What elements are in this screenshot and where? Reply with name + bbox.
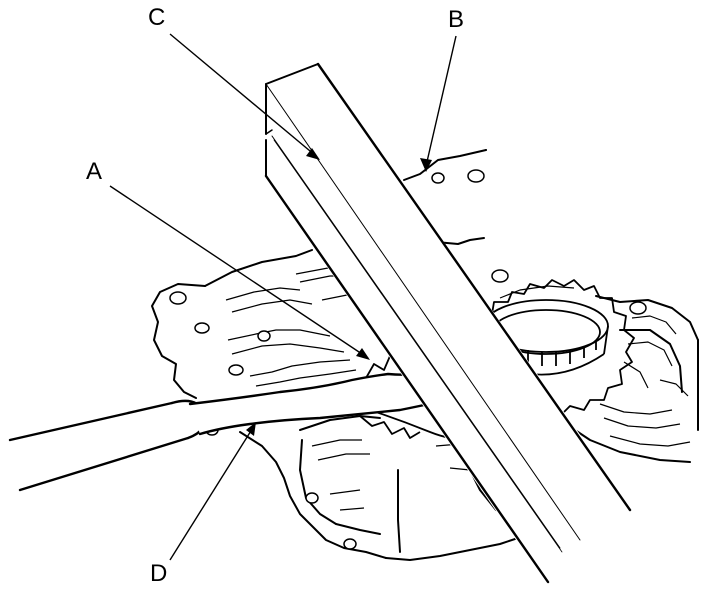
callout-label-b: B — [448, 6, 465, 33]
callout-label-c: C — [148, 4, 166, 31]
leader-c — [169, 33, 317, 157]
leader-arrowheads — [246, 148, 432, 436]
leader-lines — [109, 33, 457, 561]
arrowhead-a — [356, 348, 370, 360]
leader-a — [109, 185, 369, 359]
leader-d — [169, 425, 255, 561]
leader-b — [425, 35, 457, 167]
callout-label-d: D — [150, 560, 168, 587]
arrowhead-d — [246, 422, 256, 436]
arrowhead-c — [306, 148, 320, 160]
straight-edge — [264, 62, 632, 586]
arrowhead-b — [420, 158, 432, 172]
callout-label-a: A — [86, 158, 103, 185]
